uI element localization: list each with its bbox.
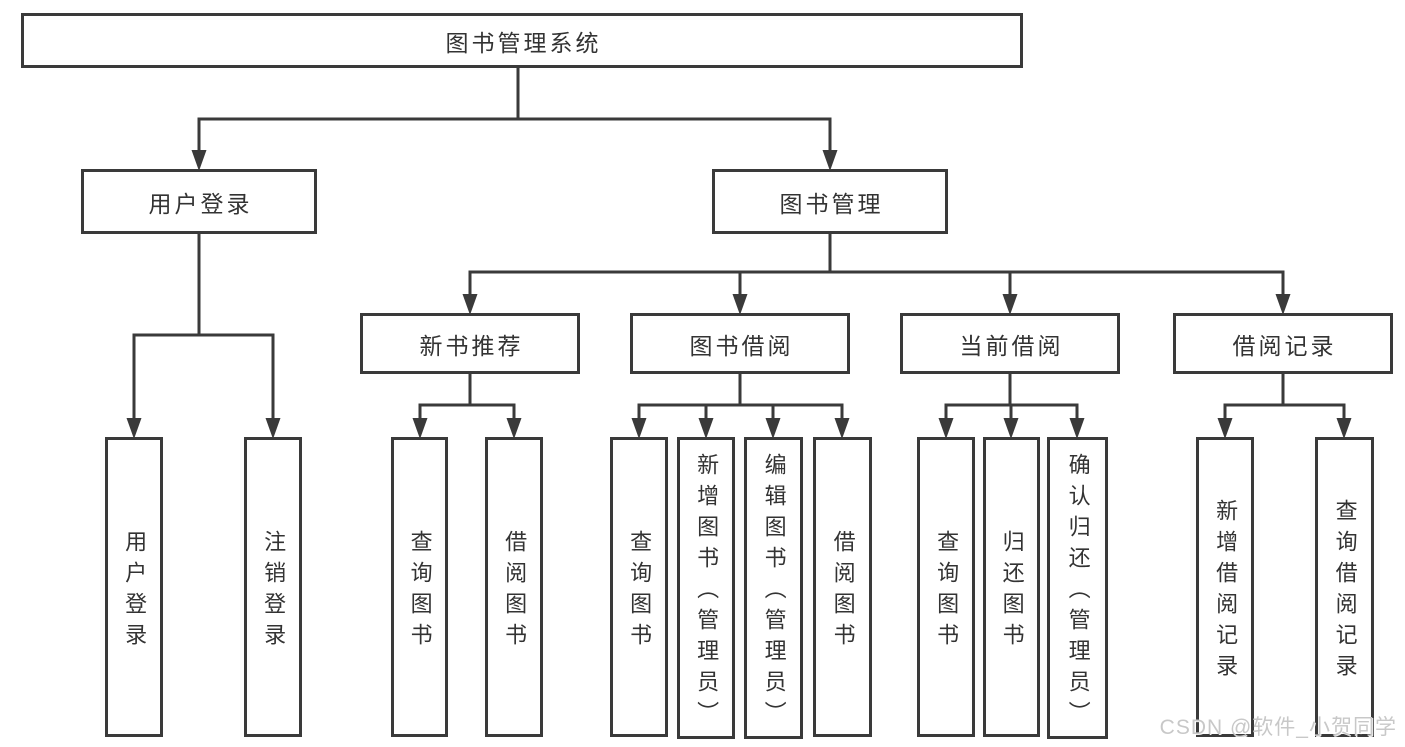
node-user-login: 用户登录 — [81, 169, 317, 234]
node-book-borrow: 图书借阅 — [630, 313, 850, 374]
node-root: 图书管理系统 — [21, 13, 1023, 68]
leaf-bookborrow-edit-admin: 编辑图书（管理员） — [744, 437, 803, 739]
leaf-bookborrow-borrow: 借阅图书 — [813, 437, 872, 737]
leaf-bookborrow-query: 查询图书 — [610, 437, 668, 737]
leaf-currentborrow-query: 查询图书 — [917, 437, 975, 737]
node-user-login-label: 用户登录 — [148, 190, 253, 217]
node-borrow-records-label: 借阅记录 — [1232, 332, 1337, 359]
node-book-borrow-label: 图书借阅 — [689, 332, 794, 359]
leaf-currentborrow-return: 归还图书 — [983, 437, 1040, 737]
leaf-logout: 注销登录 — [244, 437, 302, 737]
leaf-records-add: 新增借阅记录 — [1196, 437, 1254, 737]
node-new-books-label: 新书推荐 — [419, 332, 524, 359]
leaf-newbooks-borrow: 借阅图书 — [485, 437, 543, 737]
node-root-label: 图书管理系统 — [445, 29, 602, 56]
node-borrow-records: 借阅记录 — [1173, 313, 1393, 374]
leaf-user-login: 用户登录 — [105, 437, 163, 737]
leaf-newbooks-query: 查询图书 — [391, 437, 448, 737]
watermark-text: CSDN @软件_小贺同学 — [1159, 716, 1397, 739]
leaf-records-query: 查询借阅记录 — [1315, 437, 1374, 737]
node-current-borrow-label: 当前借阅 — [959, 332, 1064, 359]
leaf-currentborrow-confirm-admin: 确认归还（管理员） — [1047, 437, 1108, 739]
node-book-mgmt-label: 图书管理 — [779, 190, 884, 217]
leaf-bookborrow-add-admin: 新增图书（管理员） — [677, 437, 735, 739]
node-current-borrow: 当前借阅 — [900, 313, 1120, 374]
node-book-mgmt: 图书管理 — [712, 169, 948, 234]
node-new-books: 新书推荐 — [360, 313, 580, 374]
